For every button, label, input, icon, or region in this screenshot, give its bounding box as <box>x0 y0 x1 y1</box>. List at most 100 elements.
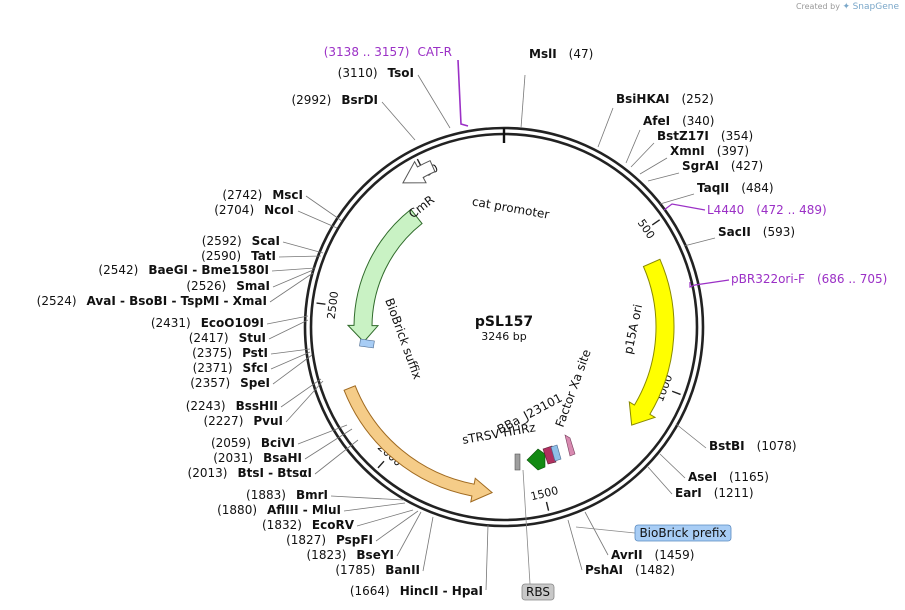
enzyme-position: (2992) <box>291 93 331 107</box>
enzyme-label: (2059)BciVI <box>211 436 295 450</box>
feature-cmr <box>346 208 423 343</box>
enzyme-name: AvaI - BsoBI - TspMI - XmaI <box>87 294 267 308</box>
tick-label: 2500 <box>325 290 341 319</box>
enzyme-label: PshAI(1482) <box>585 563 675 577</box>
enzyme-label: (2742)MscI <box>222 188 303 202</box>
enzyme-label: (1664)HincII - HpaI <box>350 584 483 598</box>
credit-brand: SnapGene <box>852 2 899 12</box>
enzyme-name: SmaI <box>236 279 270 293</box>
leader-line <box>584 511 609 556</box>
enzyme-position: (1165) <box>729 470 769 484</box>
enzyme-label: XmnI(397) <box>670 144 749 158</box>
cmr-label: CmR <box>406 193 437 222</box>
enzyme-label: (3138 .. 3157)CAT-R <box>324 45 452 59</box>
enzyme-label: MslI(47) <box>529 47 593 61</box>
enzyme-position: (2526) <box>186 279 226 293</box>
enzyme-label: (1880)AflIII - MluI <box>217 503 341 517</box>
enzyme-label: (1832)EcoRV <box>262 518 355 532</box>
enzyme-position: (252) <box>682 92 714 106</box>
enzyme-label: SacII (593) <box>718 225 795 239</box>
enzyme-label: L4440(472 .. 489) <box>707 203 827 217</box>
leader-line <box>270 351 311 370</box>
cat-promoter-label: cat promoter <box>471 194 550 221</box>
enzyme-position: (2059) <box>211 436 251 450</box>
primer-name: L4440 <box>707 203 744 217</box>
leader-line <box>314 439 359 475</box>
leader-line <box>305 195 343 222</box>
p15a-ori-label: p15A ori <box>621 303 645 355</box>
enzyme-position: (2243) <box>186 399 226 413</box>
leader-line <box>575 526 636 534</box>
enzyme-name: BsrDI <box>341 93 378 107</box>
tick-label: 500 <box>635 217 658 242</box>
enzyme-label: SgrAI (427) <box>682 159 763 173</box>
enzyme-name: SgrAI <box>682 159 719 173</box>
feature-p15a-ori <box>628 258 675 426</box>
enzyme-name: BsaHI <box>263 451 302 465</box>
enzyme-name: NcoI <box>264 203 294 217</box>
enzyme-position: (427) <box>731 159 763 173</box>
enzyme-name: BanII <box>385 563 420 577</box>
enzyme-name: BsiHKAI <box>616 92 670 106</box>
enzyme-label: (2542)BaeGI - Bme1580I <box>98 263 269 277</box>
leader-line <box>270 348 311 355</box>
tick-mark <box>377 460 385 469</box>
enzyme-name: AvrII <box>611 548 643 562</box>
enzyme-position: (47) <box>569 47 594 61</box>
cat-r-primer-mark <box>457 59 469 127</box>
leader-line <box>396 511 422 557</box>
enzyme-position: (2375) <box>192 346 232 360</box>
enzyme-position: (2013) <box>188 466 228 480</box>
enzyme-label: (2227)PvuI <box>203 414 283 428</box>
rbs-mark <box>514 453 521 471</box>
tick-mark <box>651 219 661 226</box>
rbs-text: RBS <box>526 585 550 599</box>
enzyme-name: TaqII <box>697 181 729 195</box>
enzyme-label: EarI(1211) <box>675 486 754 500</box>
enzyme-position: (2031) <box>213 451 253 465</box>
enzyme-position: (1827) <box>286 533 326 547</box>
enzyme-label: BstBI(1078) <box>709 439 797 453</box>
leader-line <box>280 378 322 408</box>
enzyme-name: TsoI <box>388 66 414 80</box>
leader-line <box>375 510 419 542</box>
enzyme-position: (593) <box>763 225 795 239</box>
factor-xa-label: Factor Xa site <box>553 348 594 429</box>
leader-line <box>343 502 406 512</box>
leader-line <box>330 495 405 501</box>
leader-line <box>625 129 641 164</box>
enzyme-position: (1459) <box>655 548 695 562</box>
enzyme-label: (2357)SpeI <box>190 376 270 390</box>
leader-line <box>282 241 324 254</box>
leader-line <box>647 172 680 182</box>
enzyme-position: (484) <box>741 181 773 195</box>
enzyme-label: (1823)BseYI <box>307 548 395 562</box>
enzyme-label: (2375)PstI <box>192 346 268 360</box>
enzyme-name: ScaI <box>252 234 280 248</box>
snapgene-credit: Created by ✦ SnapGene <box>796 2 899 12</box>
leader-line <box>639 157 668 175</box>
enzyme-name: EcoRV <box>312 518 355 532</box>
leader-line <box>271 267 316 272</box>
enzyme-name: BstBI <box>709 439 745 453</box>
leader-line <box>285 380 324 423</box>
leader-line <box>278 255 322 258</box>
enzyme-position: (1664) <box>350 584 390 598</box>
leader-line <box>647 466 673 495</box>
enzyme-position: (1211) <box>714 486 754 500</box>
l4440-primer-mark <box>663 203 706 211</box>
leader-line <box>417 74 451 129</box>
leader-line <box>567 519 583 571</box>
enzyme-name: BaeGI - Bme1580I <box>148 263 269 277</box>
enzyme-position: (2357) <box>190 376 230 390</box>
label-lines <box>266 59 730 591</box>
enzyme-position: (2742) <box>222 188 262 202</box>
enzyme-label: (3110)TsoI <box>338 66 414 80</box>
enzyme-name: SacII <box>718 225 751 239</box>
plasmid-length: 3246 bp <box>481 330 526 343</box>
leader-line <box>272 354 313 385</box>
enzyme-position: (1880) <box>217 503 257 517</box>
enzyme-name: BssHII <box>236 399 278 413</box>
enzyme-position: (2592) <box>202 234 242 248</box>
